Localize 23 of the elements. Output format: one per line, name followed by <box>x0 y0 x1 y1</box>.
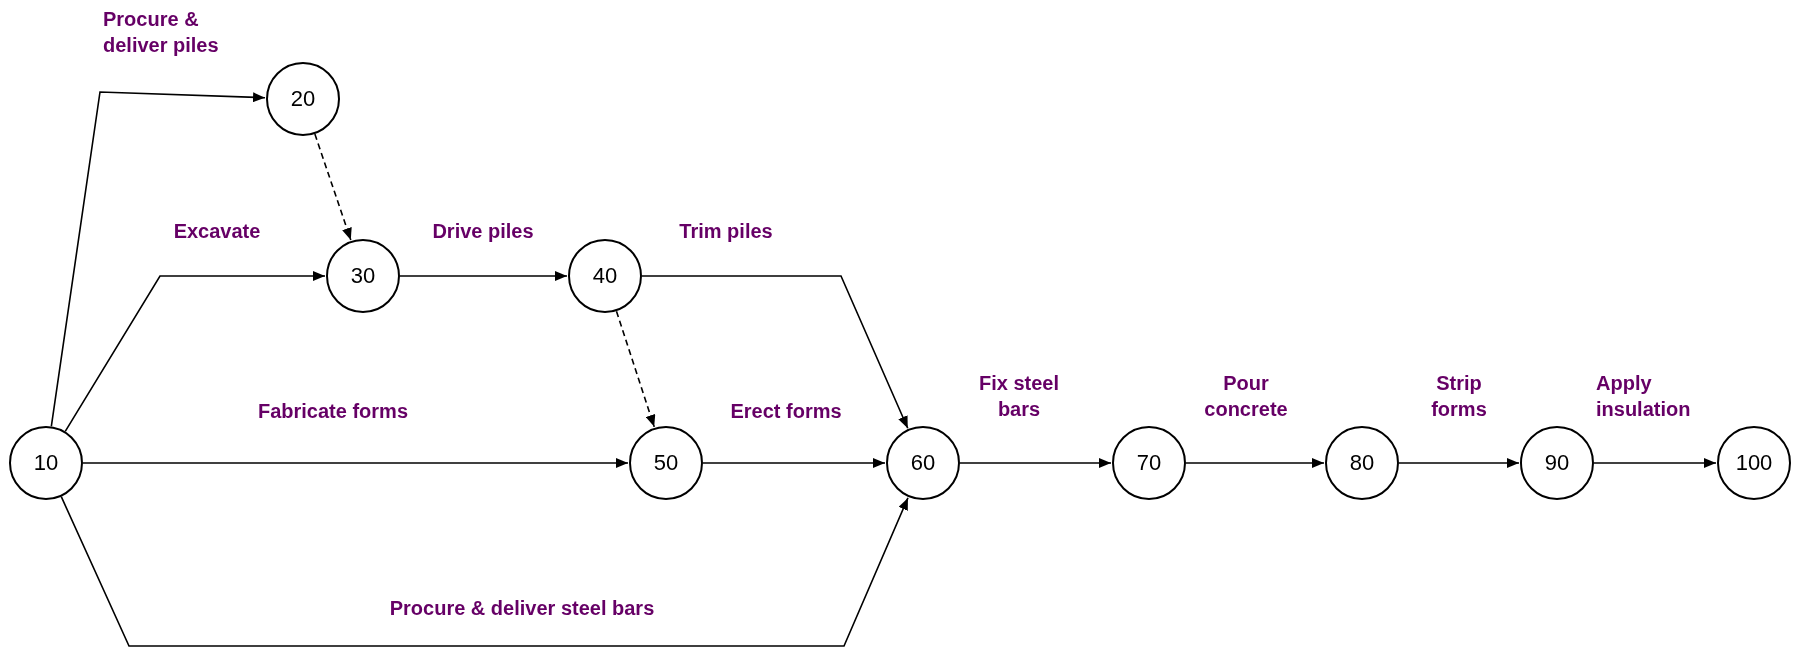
arrow <box>60 495 909 647</box>
event-number: 10 <box>33 450 59 476</box>
event-number: 40 <box>592 263 618 289</box>
arrow <box>1398 458 1520 468</box>
event-number: 20 <box>290 86 316 112</box>
event-number: 30 <box>350 263 376 289</box>
event-number: 50 <box>653 450 679 476</box>
arrow <box>615 310 656 428</box>
event-number: 100 <box>1735 450 1773 476</box>
arrow <box>314 133 352 241</box>
arrow <box>64 271 326 433</box>
event-number: 70 <box>1136 450 1162 476</box>
arrow <box>50 91 266 428</box>
arrow <box>959 458 1112 468</box>
arrow <box>82 458 629 468</box>
arrow <box>399 271 568 281</box>
arrow <box>1593 458 1717 468</box>
event-number: 80 <box>1349 450 1375 476</box>
arrow <box>641 275 909 429</box>
arrow <box>702 458 886 468</box>
event-number: 60 <box>910 450 936 476</box>
arrow <box>1185 458 1325 468</box>
event-number: 90 <box>1544 450 1570 476</box>
